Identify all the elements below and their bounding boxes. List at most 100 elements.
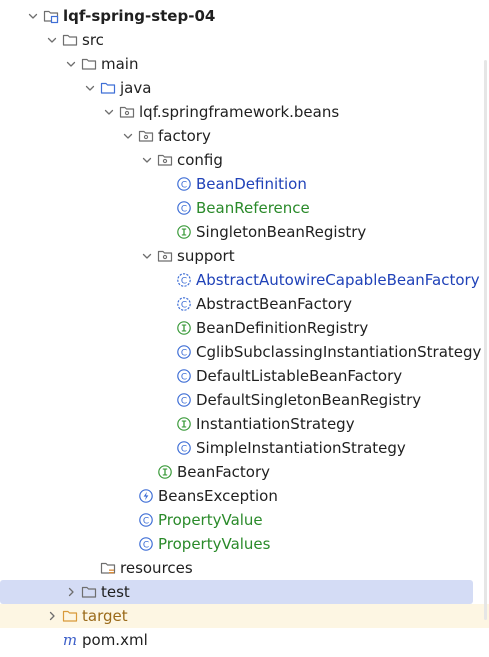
tree-item-label: resources — [120, 559, 193, 577]
tree-row-target[interactable]: target — [0, 604, 489, 628]
tree-row-beanreference[interactable]: C BeanReference — [0, 196, 489, 220]
module-folder-icon — [42, 8, 59, 25]
tree-item-label: SingletonBeanRegistry — [196, 223, 367, 241]
class-icon: C — [175, 344, 192, 361]
chevron-down-icon[interactable] — [119, 127, 137, 145]
tree-row-propertyvalue[interactable]: C PropertyValue — [0, 508, 489, 532]
svg-text:m: m — [62, 632, 76, 648]
tree-row-beandefinitionregistry[interactable]: BeanDefinitionRegistry — [0, 316, 489, 340]
chevron-down-icon[interactable] — [43, 31, 61, 49]
tree-item-label: AbstractAutowireCapableBeanFactory — [196, 271, 480, 289]
tree-row-abstractautowirecapablebeanfactory[interactable]: C AbstractAutowireCapableBeanFactory — [0, 268, 489, 292]
chevron-down-icon[interactable] — [24, 7, 42, 25]
tree-row-abstractbeanfactory[interactable]: C AbstractBeanFactory — [0, 292, 489, 316]
chevron-down-icon[interactable] — [138, 151, 156, 169]
tree-item-label: BeanDefinition — [196, 175, 307, 193]
tree-item-label: BeanDefinitionRegistry — [196, 319, 369, 337]
tree-row-singletonbeanregistry[interactable]: SingletonBeanRegistry — [0, 220, 489, 244]
folder-icon — [80, 56, 97, 73]
interface-icon — [175, 224, 192, 241]
tree-item-label: SimpleInstantiationStrategy — [196, 439, 406, 457]
exception-class-icon — [137, 488, 154, 505]
chevron-right-icon[interactable] — [62, 583, 80, 601]
chevron-right-icon[interactable] — [43, 607, 61, 625]
svg-text:C: C — [180, 204, 186, 214]
class-icon: C — [137, 536, 154, 553]
tree-row-src[interactable]: src — [0, 28, 489, 52]
tree-item-label: CglibSubclassingInstantiationStrategy — [196, 343, 482, 361]
svg-text:C: C — [180, 372, 186, 382]
tree-item-label: java — [120, 79, 152, 97]
interface-icon — [156, 464, 173, 481]
tree-row-beandefinition[interactable]: C BeanDefinition — [0, 172, 489, 196]
tree-item-label: main — [101, 55, 139, 73]
svg-text:C: C — [180, 348, 186, 358]
package-icon — [156, 152, 173, 169]
tree-row-test[interactable]: test — [0, 580, 473, 604]
tree-item-label: lqf.springframework.beans — [139, 103, 340, 121]
tree-item-label: DefaultSingletonBeanRegistry — [196, 391, 422, 409]
tree-row-simpleinstantiationstrategy[interactable]: C SimpleInstantiationStrategy — [0, 436, 489, 460]
tree-item-label: config — [177, 151, 223, 169]
class-icon: C — [175, 176, 192, 193]
tree-item-label: BeanReference — [196, 199, 310, 217]
tree-item-label: AbstractBeanFactory — [196, 295, 352, 313]
tree-row-java[interactable]: java — [0, 76, 489, 100]
tree-item-label: BeanFactory — [177, 463, 271, 481]
tree-row-propertyvalues[interactable]: C PropertyValues — [0, 532, 489, 556]
package-icon — [156, 248, 173, 265]
svg-text:C: C — [180, 444, 186, 454]
svg-text:C: C — [180, 276, 186, 286]
chevron-down-icon[interactable] — [81, 79, 99, 97]
abstract-class-icon: C — [175, 296, 192, 313]
tree-row-main[interactable]: main — [0, 52, 489, 76]
class-icon: C — [175, 200, 192, 217]
chevron-down-icon[interactable] — [138, 247, 156, 265]
class-icon: C — [175, 368, 192, 385]
tree-row-config[interactable]: config — [0, 148, 489, 172]
excluded-folder-icon — [61, 608, 78, 625]
chevron-down-icon[interactable] — [100, 103, 118, 121]
tree-row-factory[interactable]: factory — [0, 124, 489, 148]
tree-item-label: BeansException — [158, 487, 278, 505]
folder-icon — [61, 32, 78, 49]
svg-text:C: C — [142, 540, 148, 550]
tree-row-defaultsingletonbeanregistry[interactable]: C DefaultSingletonBeanRegistry — [0, 388, 489, 412]
tree-row-beanfactory[interactable]: BeanFactory — [0, 460, 489, 484]
svg-text:C: C — [180, 180, 186, 190]
tree-item-label: PropertyValue — [158, 511, 263, 529]
tree-item-label: pom.xml — [82, 631, 148, 649]
project-tree: lqf-spring-step-04 src main java lqf.springf… — [0, 4, 489, 652]
package-icon — [137, 128, 154, 145]
tree-item-label: lqf-spring-step-04 — [63, 7, 216, 25]
interface-icon — [175, 416, 192, 433]
chevron-down-icon[interactable] — [62, 55, 80, 73]
tree-item-label: PropertyValues — [158, 535, 271, 553]
tree-item-label: support — [177, 247, 235, 265]
tree-row-lqf-springframework-beans[interactable]: lqf.springframework.beans — [0, 100, 489, 124]
interface-icon — [175, 320, 192, 337]
tree-row-cglibsubclassinginstantiationstrategy[interactable]: C CglibSubclassingInstantiationStrategy — [0, 340, 489, 364]
tree-item-label: factory — [158, 127, 211, 145]
resources-folder-icon — [99, 560, 116, 577]
svg-text:C: C — [142, 516, 148, 526]
svg-text:C: C — [180, 300, 186, 310]
tree-item-label: InstantiationStrategy — [196, 415, 355, 433]
tree-row-support[interactable]: support — [0, 244, 489, 268]
tree-row-instantiationstrategy[interactable]: InstantiationStrategy — [0, 412, 489, 436]
maven-icon: m — [61, 632, 78, 649]
tree-row-beansexception[interactable]: BeansException — [0, 484, 489, 508]
vertical-scrollbar[interactable] — [484, 60, 487, 620]
class-icon: C — [137, 512, 154, 529]
tree-row-pom-xml[interactable]: m pom.xml — [0, 628, 489, 652]
class-icon: C — [175, 440, 192, 457]
tree-row-lqf-spring-step-04[interactable]: lqf-spring-step-04 — [0, 4, 489, 28]
abstract-class-icon: C — [175, 272, 192, 289]
tree-row-defaultlistablebeanfactory[interactable]: C DefaultListableBeanFactory — [0, 364, 489, 388]
svg-text:C: C — [180, 396, 186, 406]
tree-item-label: DefaultListableBeanFactory — [196, 367, 403, 385]
source-folder-icon — [99, 80, 116, 97]
package-icon — [118, 104, 135, 121]
class-icon: C — [175, 392, 192, 409]
tree-row-resources[interactable]: resources — [0, 556, 489, 580]
